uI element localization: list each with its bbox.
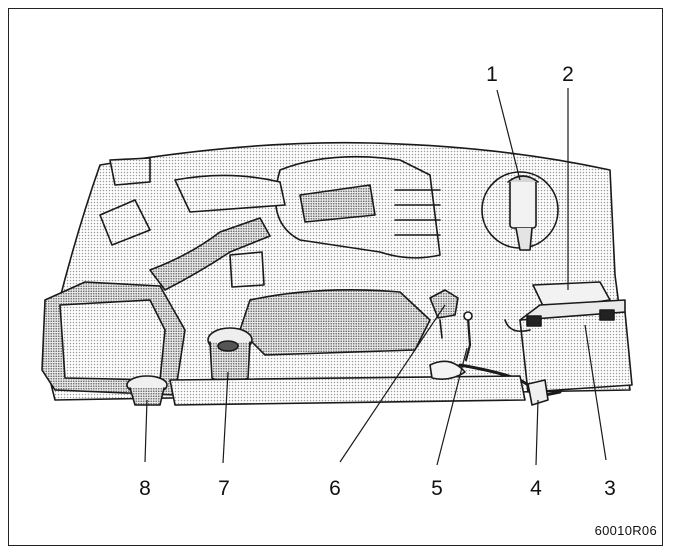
callout-3: 3 <box>604 477 616 500</box>
leader-line-7 <box>222 371 229 464</box>
leader-line-4 <box>535 399 539 466</box>
callout-8: 8 <box>139 477 151 500</box>
leader-line-5 <box>436 347 468 466</box>
callout-1: 1 <box>486 63 498 86</box>
figure-code: 60010R06 <box>594 523 657 538</box>
radiator-support <box>169 375 526 406</box>
leader-line-6 <box>339 304 446 463</box>
leader-line-1 <box>496 89 521 181</box>
callout-4: 4 <box>530 477 542 500</box>
callout-6: 6 <box>329 477 341 500</box>
callout-2: 2 <box>562 63 574 86</box>
callout-7: 7 <box>218 477 230 500</box>
leader-line-8 <box>144 399 148 463</box>
callout-5: 5 <box>431 477 443 500</box>
oil-filler-cap <box>429 289 459 319</box>
intake-duct <box>149 217 271 291</box>
brake-fluid-reservoir <box>509 179 537 229</box>
washer-fluid-tank-cap <box>527 379 549 406</box>
leader-line-3 <box>584 324 607 461</box>
engine-oil-dipstick <box>464 316 472 362</box>
